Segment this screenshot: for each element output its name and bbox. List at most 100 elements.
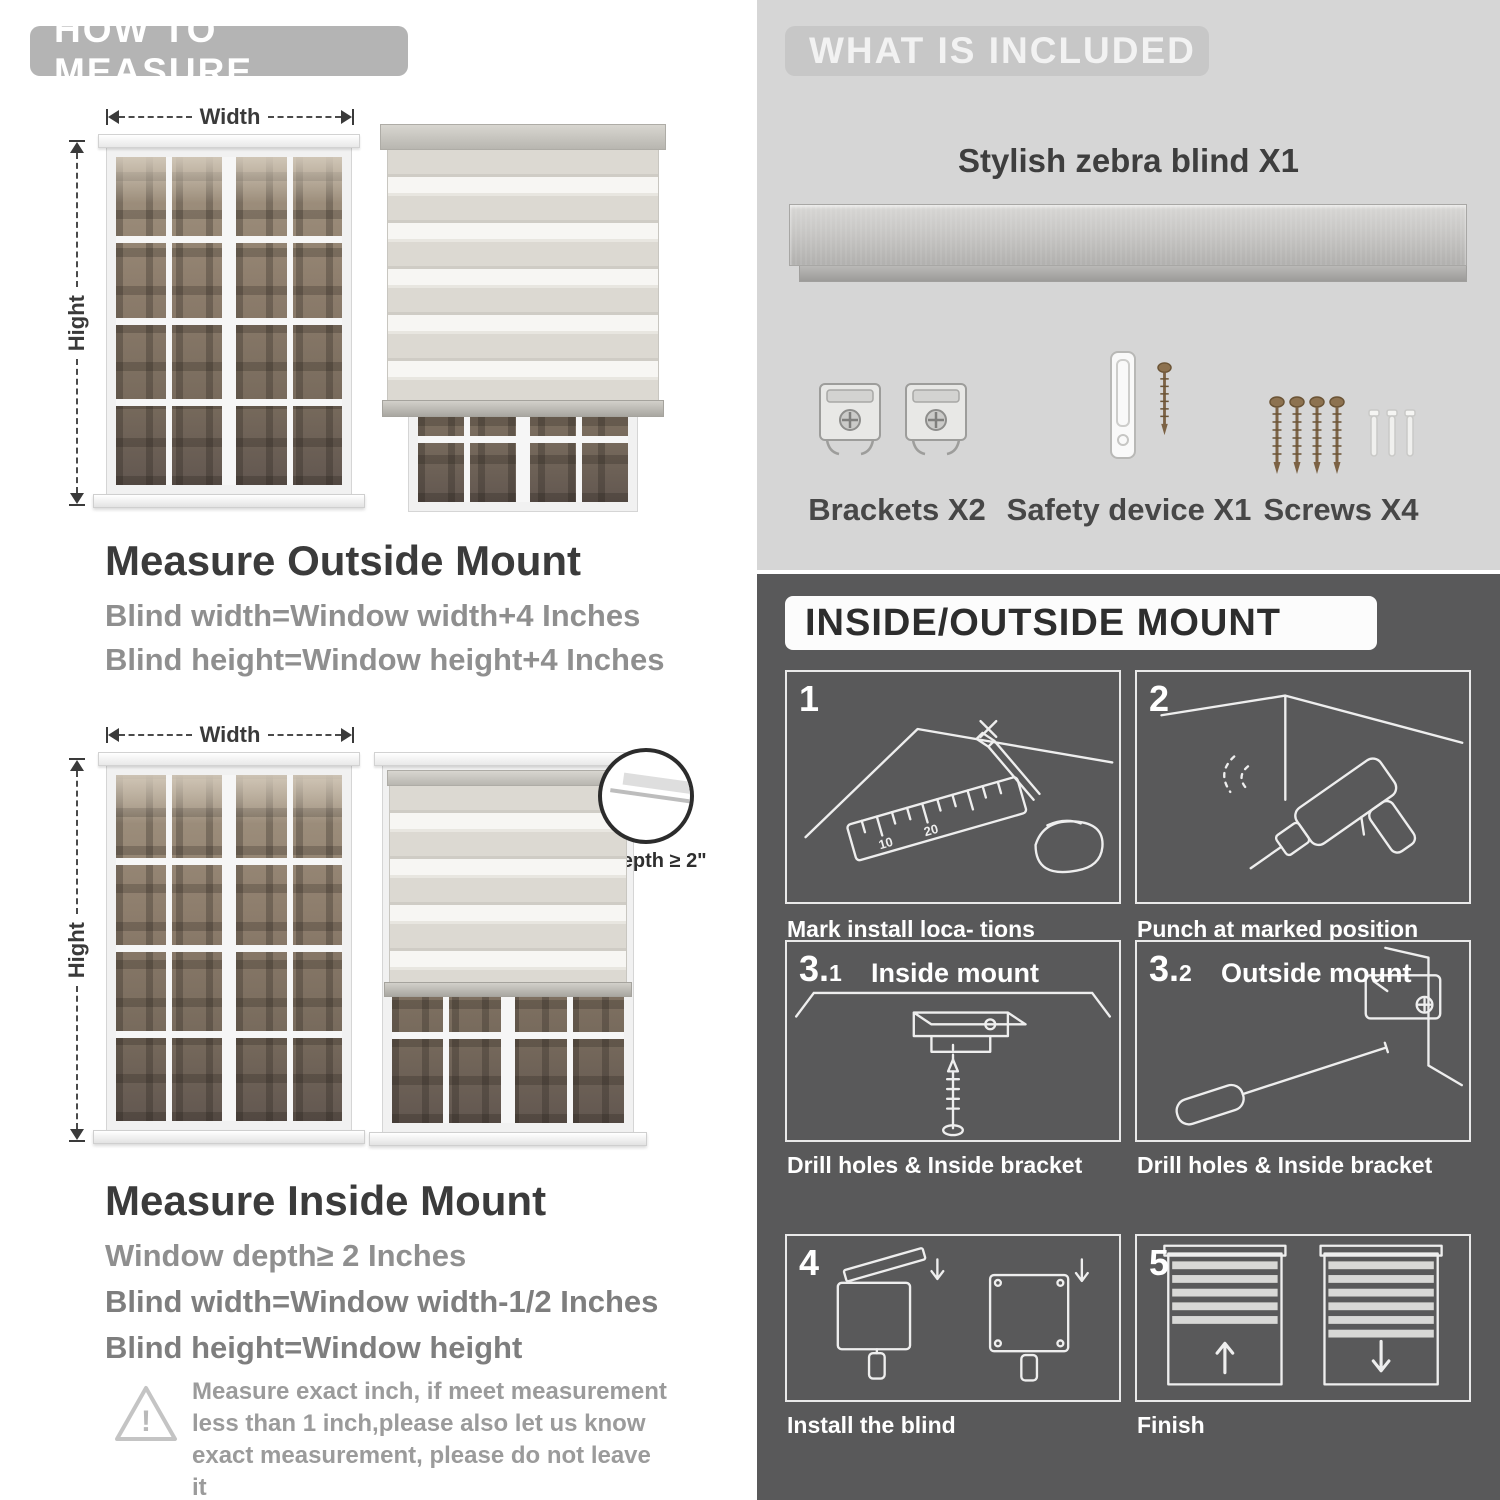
step-3-1-caption: Drill holes & Inside bracket xyxy=(787,1152,1083,1178)
dimension-tick xyxy=(106,727,108,743)
step-number: 1 xyxy=(799,678,819,720)
inside-mount-tag: Inside mount xyxy=(871,958,1039,988)
how-to-measure-header: HOW TO MEASURE xyxy=(30,9,408,92)
step-2-panel: 2 xyxy=(1135,670,1471,904)
step-4-illustration xyxy=(836,1247,1089,1382)
wall-anchor-icon xyxy=(1368,409,1380,457)
step-number-text: 3. xyxy=(1149,948,1180,989)
safety-device-icon xyxy=(1110,351,1136,459)
window-sill xyxy=(93,494,365,508)
inside-rule-width: Blind width=Window width-1/2 Inches xyxy=(105,1284,659,1319)
arrow-right-icon xyxy=(341,110,353,124)
blind-fabric xyxy=(387,150,659,400)
window-lintel xyxy=(98,134,360,148)
dashed-line xyxy=(268,116,342,118)
step-2-caption: Punch at marked position xyxy=(1137,916,1419,942)
how-to-measure-section: HOW TO MEASURE Width Hight xyxy=(30,9,707,1500)
bracket-icon xyxy=(905,383,967,456)
depth-callout: Depth ≥ 2" xyxy=(607,850,707,872)
window-sill xyxy=(369,1132,647,1146)
step-2-illustration xyxy=(1160,694,1464,870)
step-3-2-illustration xyxy=(1175,946,1463,1126)
step-1-caption: Mark install loca- tions xyxy=(787,916,1035,942)
arrow-down-icon xyxy=(70,1129,84,1141)
arrow-left-icon xyxy=(108,728,119,742)
arrow-up-icon xyxy=(70,142,84,153)
window-sill xyxy=(93,1130,365,1144)
warning-icon: ! xyxy=(115,1386,177,1441)
dashed-line xyxy=(119,116,192,118)
inside-rule-depth: Window depth≥ 2 Inches xyxy=(105,1238,467,1273)
window-illustration-inside xyxy=(93,752,365,1144)
step-number: 3.1 xyxy=(799,948,842,990)
window-glass xyxy=(382,765,634,1133)
outside-rule-height: Blind height=Window height+4 Inches xyxy=(105,642,665,677)
dashed-line xyxy=(268,734,342,736)
step-5-illustration xyxy=(1163,1244,1443,1386)
step-number-text: 1 xyxy=(799,678,820,719)
ruler-number: 10 xyxy=(877,834,895,852)
window-glass xyxy=(106,765,352,1131)
step-1-illustration: 10 20 xyxy=(804,719,1114,874)
dashed-line xyxy=(76,359,78,494)
mount-steps-section: INSIDE/OUTSIDE MOUNT 1 10 20 2 xyxy=(757,574,1500,1500)
window-muntins xyxy=(116,157,342,485)
height-dimension-outside: Hight xyxy=(64,140,89,507)
step-number-sub: 2 xyxy=(1179,960,1192,986)
step-5-caption: Finish xyxy=(1137,1412,1205,1438)
measure-outside-title: Measure Outside Mount xyxy=(105,537,582,584)
warning-exclamation: ! xyxy=(141,1405,151,1438)
dimension-tick xyxy=(352,109,355,125)
measurement-note: Measure exact inch, if meet measurement … xyxy=(192,1378,667,1500)
blind-valance-lip xyxy=(799,266,1467,282)
step-5-panel: 5 xyxy=(1135,1234,1471,1402)
dimension-tick xyxy=(69,758,85,760)
arrow-left-icon xyxy=(108,110,119,124)
dashed-line xyxy=(76,771,78,914)
blind-headrail xyxy=(387,770,629,786)
step-number-text: 5 xyxy=(1149,1242,1170,1283)
dimension-tick xyxy=(69,504,85,507)
dimension-tick xyxy=(69,140,85,142)
zebra-blind-inside-illustration xyxy=(369,752,647,1146)
arrow-up-icon xyxy=(70,760,84,771)
brackets-label: Brackets X2 xyxy=(808,492,986,527)
blind-valance xyxy=(789,204,1467,266)
step-4-caption: Install the blind xyxy=(787,1412,956,1438)
step-number-text: 2 xyxy=(1149,678,1170,719)
step-number: 2 xyxy=(1149,678,1169,720)
mount-header: INSIDE/OUTSIDE MOUNT xyxy=(785,596,1377,650)
arrow-right-icon xyxy=(341,728,353,742)
window-illustration-outside xyxy=(93,134,365,508)
step-3-1-panel: 3.1 Inside mount xyxy=(785,940,1121,1142)
screws-label: Screws X4 xyxy=(1263,492,1419,527)
blind-headrail xyxy=(380,124,666,150)
wall-anchor-icon xyxy=(1404,409,1416,457)
step-number-text: 4 xyxy=(799,1242,820,1283)
depth-magnifier xyxy=(598,748,694,844)
what-is-included-section: WHAT IS INCLUDED Stylish zebra blind X1 xyxy=(757,0,1500,570)
window-lintel xyxy=(374,752,642,766)
brackets-illustration xyxy=(815,378,971,460)
step-3-2-panel: 3.2 Outside mount xyxy=(1135,940,1471,1142)
blind-bottom-rail xyxy=(384,981,632,997)
height-label: Hight xyxy=(64,921,89,979)
arrow-down-icon xyxy=(70,493,84,505)
inside-rule-height: Blind height=Window height xyxy=(105,1330,523,1365)
step-1-panel: 1 10 20 xyxy=(785,670,1121,904)
step-number-text: 3. xyxy=(799,948,830,989)
height-label: Hight xyxy=(64,294,89,352)
blind-bottom-rail xyxy=(382,400,664,417)
step-number: 3.2 xyxy=(1149,948,1192,990)
window-glass xyxy=(106,147,352,495)
outside-rule-width: Blind width=Window width+4 Inches xyxy=(105,598,641,633)
screw-icon xyxy=(1157,362,1172,436)
ruler-number: 20 xyxy=(922,821,940,839)
dashed-line xyxy=(76,986,78,1130)
step-3-1-illustration xyxy=(794,991,1112,1137)
outside-mount-tag: Outside mount xyxy=(1221,958,1412,988)
bracket-icon xyxy=(819,383,881,456)
step-number-sub: 1 xyxy=(829,960,842,986)
dimension-tick xyxy=(69,1140,85,1143)
